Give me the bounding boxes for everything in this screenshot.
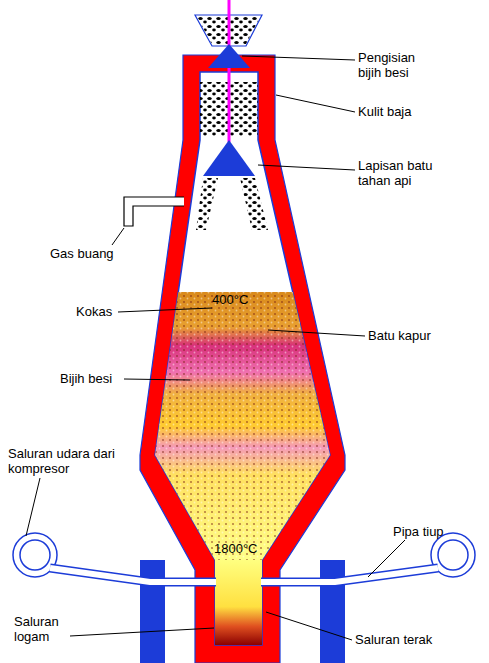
- leader-line: [112, 228, 124, 245]
- charge: [140, 82, 350, 645]
- leader-line: [118, 308, 212, 312]
- part-label: Pipa tiup: [393, 524, 483, 539]
- leader-line: [70, 628, 214, 636]
- support-leg: [140, 560, 165, 663]
- tuyere-pipe: [261, 568, 438, 582]
- air-duct-ring: [438, 540, 468, 570]
- leader-line: [242, 56, 355, 60]
- leader-line: [266, 612, 352, 640]
- gas-outlet-pipe: [124, 197, 184, 226]
- charge-texture: [140, 292, 350, 560]
- leader-line: [268, 330, 365, 336]
- part-label: Pengisian bijih besi: [358, 50, 438, 80]
- bell-rod: [228, 0, 231, 142]
- part-label: Lapisan batu tahan api: [358, 158, 458, 188]
- part-label: Kulit baja: [358, 104, 468, 119]
- leader-lines: [26, 56, 405, 640]
- part-label: Gas buang: [50, 246, 160, 261]
- temperature-label: 1800°C: [214, 541, 274, 556]
- part-label: Saluran udara dari kompresor: [8, 446, 118, 476]
- part-label: Saluran logam: [14, 614, 74, 644]
- part-label: Saluran terak: [355, 632, 475, 647]
- lower-bell: [203, 140, 255, 176]
- leader-line: [258, 165, 355, 170]
- leader-line: [26, 478, 40, 536]
- charge-layers: [140, 292, 350, 560]
- air-duct-ring: [20, 540, 50, 570]
- leader-line: [276, 95, 355, 112]
- part-label: Batu kapur: [368, 328, 478, 343]
- falling-ore: [196, 178, 218, 230]
- tuyere-pipe: [261, 568, 438, 582]
- falling-ore: [240, 178, 268, 230]
- temperature-label: 400°C: [212, 292, 272, 307]
- tuyere-pipe: [50, 568, 216, 582]
- molten-metal: [200, 560, 270, 645]
- part-label: Kokas: [76, 304, 136, 319]
- support-leg: [320, 560, 345, 663]
- tuyere-pipe: [50, 568, 216, 582]
- leader-line: [124, 379, 190, 380]
- leader-line: [368, 540, 405, 577]
- part-label: Bijih besi: [60, 371, 140, 386]
